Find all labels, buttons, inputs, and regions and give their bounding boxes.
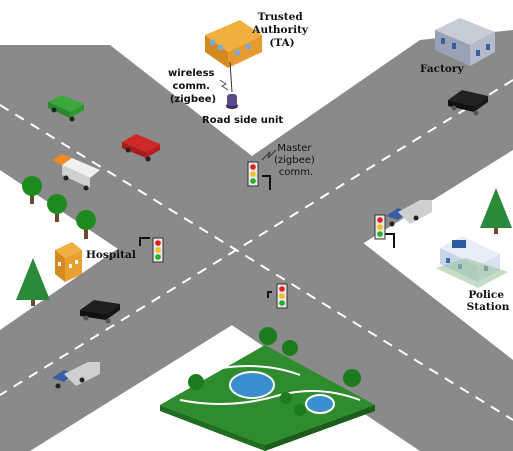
police-station-icon [436, 236, 508, 288]
pond-large [229, 371, 275, 399]
car-icon [448, 90, 488, 116]
truck-icon [52, 362, 100, 389]
wireless-signal-icon [219, 79, 229, 91]
traffic-light-icon [247, 161, 271, 190]
park [160, 327, 375, 451]
park-trees [188, 327, 361, 416]
tree-icon [47, 194, 67, 222]
car-icon [48, 95, 84, 122]
ta-label: Trusted Authority (TA) [251, 11, 311, 49]
truck-icon [52, 154, 100, 191]
trusted-authority-building-icon [205, 20, 262, 68]
traffic-lights [139, 161, 395, 309]
police-label: Police Station [467, 289, 510, 313]
truck-icon [386, 200, 432, 227]
hospital-icon [55, 242, 82, 282]
wireless-label: wireless comm. (zigbee) [168, 68, 218, 105]
road-side-unit-icon [226, 94, 238, 109]
factory-icon [435, 18, 495, 66]
master-signal-icon [261, 149, 277, 161]
tree-icon [480, 188, 512, 234]
pond-small [305, 394, 335, 414]
car-icon [122, 134, 160, 162]
labels: Trusted Authority (TA) wireless comm. (z… [86, 11, 510, 313]
tree-icon [16, 258, 50, 306]
master-label: Master (zigbee) comm. [274, 143, 318, 178]
traffic-light-icon [267, 283, 288, 309]
tree-icon [22, 176, 42, 204]
ta-link [229, 61, 233, 93]
tree-icon [76, 210, 96, 239]
road-ne-to-sw [0, 30, 513, 451]
factory-label: Factory [420, 63, 464, 75]
rsu-label: Road side unit [202, 115, 283, 126]
trees [16, 176, 512, 306]
hospital-label: Hospital [86, 249, 136, 261]
traffic-light-icon [139, 237, 164, 263]
car-icon [80, 300, 120, 324]
corner-top [160, 45, 345, 150]
traffic-light-icon [374, 214, 395, 248]
vehicles [48, 90, 488, 389]
